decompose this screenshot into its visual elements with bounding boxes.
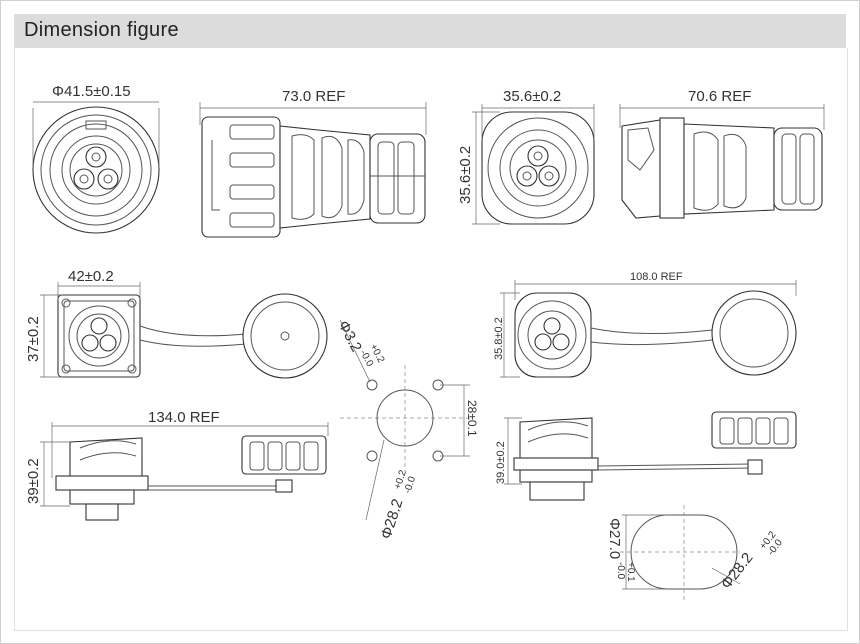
square-flange-front-view <box>57 293 328 379</box>
receptacle-with-cap-front <box>514 290 797 378</box>
dim-label: 35.6±0.2 <box>503 88 561 105</box>
square-receptacle-side-view <box>55 435 327 521</box>
d-shaped-cutout <box>620 505 741 600</box>
section-header: Dimension figure <box>14 14 846 48</box>
section-title: Dimension figure <box>24 19 179 41</box>
connector-front-view-1 <box>32 106 160 234</box>
dim-label: -0.0 <box>402 475 418 495</box>
panel-cutout-pattern <box>339 319 470 521</box>
dim-label: 70.6 REF <box>688 88 751 105</box>
dim-label: Φ3.2 <box>334 318 364 355</box>
dim-label: 35.6±0.2 <box>457 146 474 204</box>
dim-diameter-front-1: Φ41.5±0.15 <box>32 83 160 168</box>
dim-d-cutout-diameter: Φ28.2 +0.2 -0.0 <box>718 529 785 592</box>
round-receptacle-side-view <box>513 411 797 501</box>
dim-length-receptacle-cap: 108.0 REF <box>514 271 797 300</box>
dim-label: 39±0.2 <box>25 458 42 504</box>
dim-height-front-2: 35.6±0.2 <box>457 111 500 225</box>
dim-label: -0.0 <box>615 562 626 580</box>
dim-height-square-side: 39±0.2 <box>25 441 70 507</box>
dim-height-round-side: 39.0±0.2 <box>495 417 522 485</box>
dim-height-receptacle-cap: 35.8±0.2 <box>493 292 520 378</box>
dim-width-front-2: 35.6±0.2 <box>481 88 595 140</box>
dim-height-square: 37±0.2 <box>25 294 62 378</box>
dim-hole-spacing: 28±0.1 <box>465 400 479 437</box>
dim-hole-diameter: Φ3.2 +0.2 -0.0 <box>334 318 386 369</box>
dim-label: 42±0.2 <box>68 268 114 285</box>
dim-label: +0.1 <box>625 562 636 582</box>
dim-length-side-1: 73.0 REF <box>199 88 427 135</box>
dim-label: Φ41.5±0.15 <box>52 83 131 100</box>
dim-length-side-2: 70.6 REF <box>619 88 825 130</box>
connector-side-view-2 <box>621 117 823 219</box>
dim-length-square-side: 134.0 REF <box>51 409 329 478</box>
dim-label: 134.0 REF <box>148 409 220 426</box>
dim-label: Φ28.2 <box>378 497 407 541</box>
dim-label: Φ27.0 <box>606 518 623 559</box>
dim-label: 108.0 REF <box>630 271 683 283</box>
dim-d-cutout-flat: Φ27.0 +0.1 -0.0 <box>606 518 636 582</box>
dim-label: 28±0.1 <box>465 400 479 437</box>
dim-cutout-diameter-1: Φ28.2 +0.2 -0.0 <box>378 468 419 541</box>
dim-width-square: 42±0.2 <box>57 268 141 300</box>
dim-label: Φ28.2 <box>718 550 757 593</box>
connector-side-view-1 <box>201 116 426 238</box>
connector-front-view-2 <box>481 111 595 225</box>
dim-label: 37±0.2 <box>25 316 42 362</box>
dim-label: 39.0±0.2 <box>495 441 507 484</box>
dim-label: 35.8±0.2 <box>493 317 505 360</box>
dim-label: 73.0 REF <box>282 88 345 105</box>
